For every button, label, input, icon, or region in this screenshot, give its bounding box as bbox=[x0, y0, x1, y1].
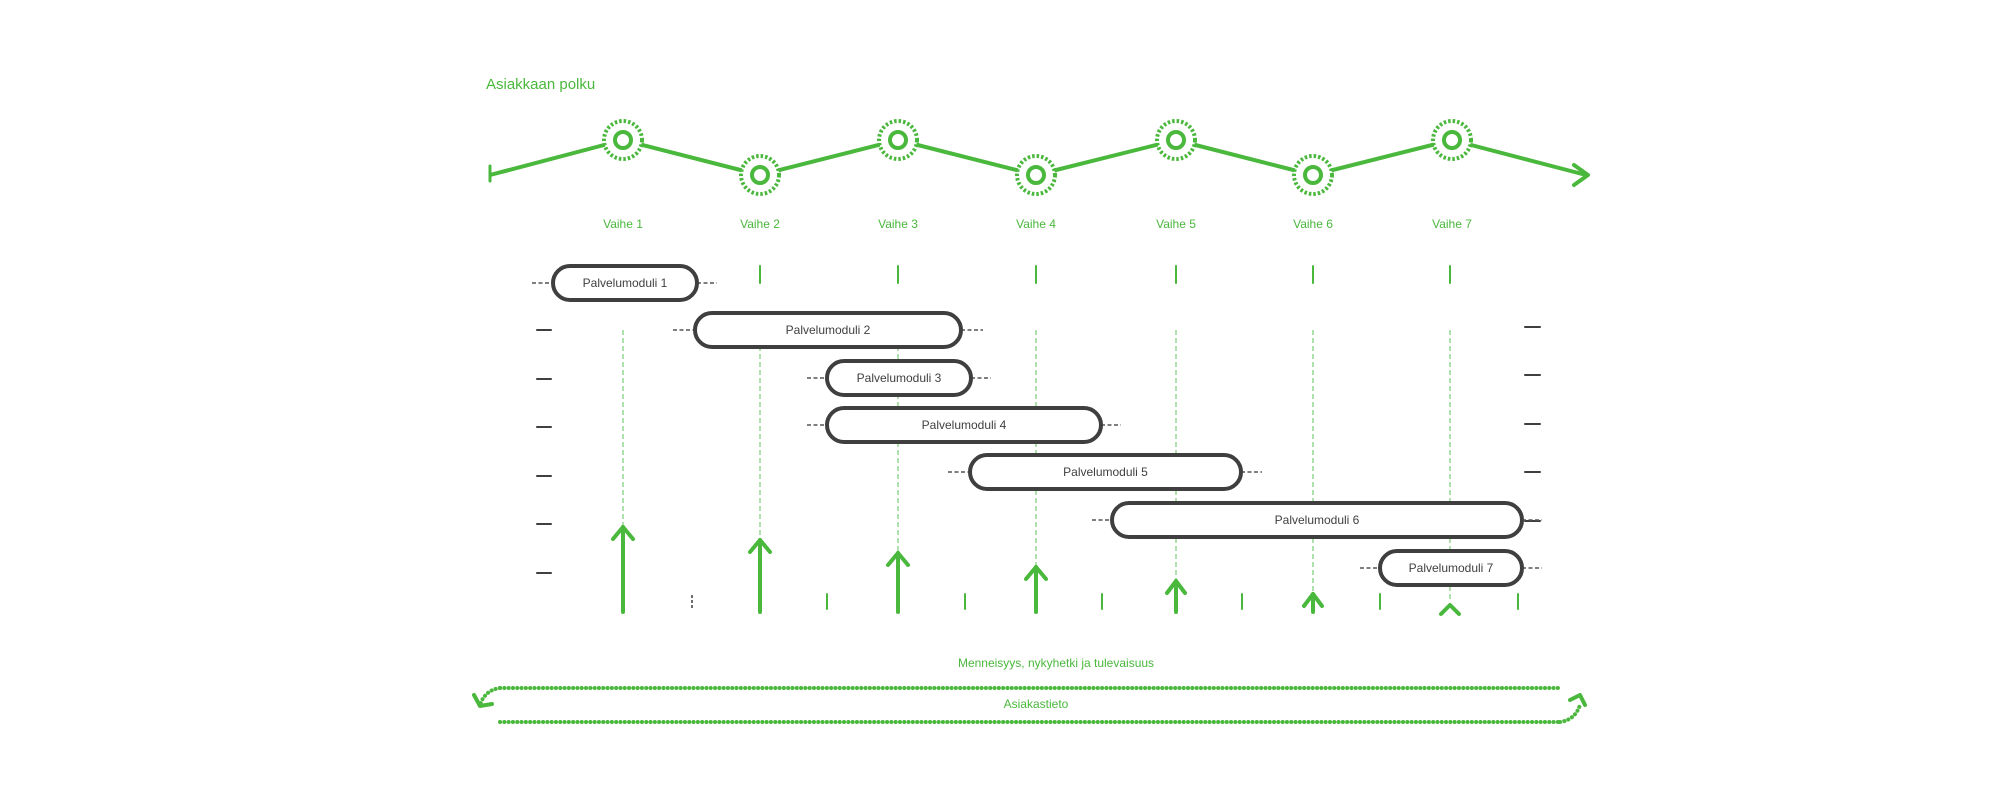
phase-node-inner-ring bbox=[1303, 165, 1323, 185]
service-module-label: Palvelumoduli 7 bbox=[1409, 561, 1494, 575]
phase-label: Vaihe 1 bbox=[603, 217, 643, 231]
impact-arrow-up-icon bbox=[886, 551, 910, 567]
phase-node bbox=[602, 119, 644, 161]
impact-arrow-up-icon bbox=[1024, 565, 1048, 581]
diagram-title: Asiakkaan polku bbox=[486, 76, 595, 93]
service-module-capsule bbox=[968, 453, 1243, 491]
phase-node-inner-ring bbox=[1026, 165, 1046, 185]
service-module-label: Palvelumoduli 2 bbox=[786, 323, 871, 337]
service-module-label: Palvelumoduli 6 bbox=[1275, 513, 1360, 527]
phase-node bbox=[1155, 119, 1197, 161]
timeline-left-curve bbox=[478, 686, 502, 707]
service-module: Palvelumoduli 4 bbox=[825, 406, 1103, 444]
service-module-capsule bbox=[551, 264, 699, 302]
service-module-capsule bbox=[825, 406, 1103, 444]
phase-node-inner-ring bbox=[613, 130, 633, 150]
phase-node-inner-ring bbox=[1166, 130, 1186, 150]
phase-node bbox=[877, 119, 919, 161]
service-module: Palvelumoduli 1 bbox=[551, 264, 699, 302]
phase-label: Vaihe 7 bbox=[1432, 217, 1472, 231]
service-module: Palvelumoduli 6 bbox=[1110, 501, 1524, 539]
journey-end-arrow-icon bbox=[1572, 163, 1590, 187]
service-module: Palvelumoduli 5 bbox=[968, 453, 1243, 491]
customer-data-label: Asiakastieto bbox=[1004, 697, 1069, 711]
service-module-label: Palvelumoduli 3 bbox=[857, 371, 942, 385]
phase-node bbox=[1292, 154, 1334, 196]
timeline-right-arrow-icon bbox=[1568, 693, 1587, 707]
service-module-capsule bbox=[693, 311, 963, 349]
timeline-right-curve bbox=[1558, 703, 1582, 724]
impact-arrow-up-icon bbox=[1165, 579, 1187, 595]
phase-label: Vaihe 5 bbox=[1156, 217, 1196, 231]
impact-arrow-up-icon bbox=[748, 538, 772, 554]
phase-node-inner-ring bbox=[888, 130, 908, 150]
phase-node-inner-ring bbox=[750, 165, 770, 185]
time-label: Menneisyys, nykyhetki ja tulevaisuus bbox=[958, 656, 1154, 670]
phase-label: Vaihe 2 bbox=[740, 217, 780, 231]
service-module-label: Palvelumoduli 5 bbox=[1063, 465, 1148, 479]
service-module: Palvelumoduli 2 bbox=[693, 311, 963, 349]
service-module-capsule bbox=[1110, 501, 1524, 539]
impact-arrow-up-icon bbox=[1302, 592, 1324, 608]
service-module-capsule bbox=[1378, 549, 1524, 587]
phase-label: Vaihe 3 bbox=[878, 217, 918, 231]
timeline-left-arrow-icon bbox=[472, 693, 494, 708]
phase-label: Vaihe 4 bbox=[1016, 217, 1056, 231]
phase-node bbox=[1015, 154, 1057, 196]
service-module-label: Palvelumoduli 1 bbox=[583, 276, 668, 290]
service-module-capsule bbox=[825, 359, 973, 397]
phase-node bbox=[1431, 119, 1473, 161]
phase-node bbox=[739, 154, 781, 196]
impact-arrow-up-icon bbox=[611, 525, 635, 541]
phase-node-inner-ring bbox=[1442, 130, 1462, 150]
phase-label: Vaihe 6 bbox=[1293, 217, 1333, 231]
service-module: Palvelumoduli 7 bbox=[1378, 549, 1524, 587]
service-module: Palvelumoduli 3 bbox=[825, 359, 973, 397]
impact-chevron-icon bbox=[1439, 603, 1461, 616]
service-module-label: Palvelumoduli 4 bbox=[922, 418, 1007, 432]
